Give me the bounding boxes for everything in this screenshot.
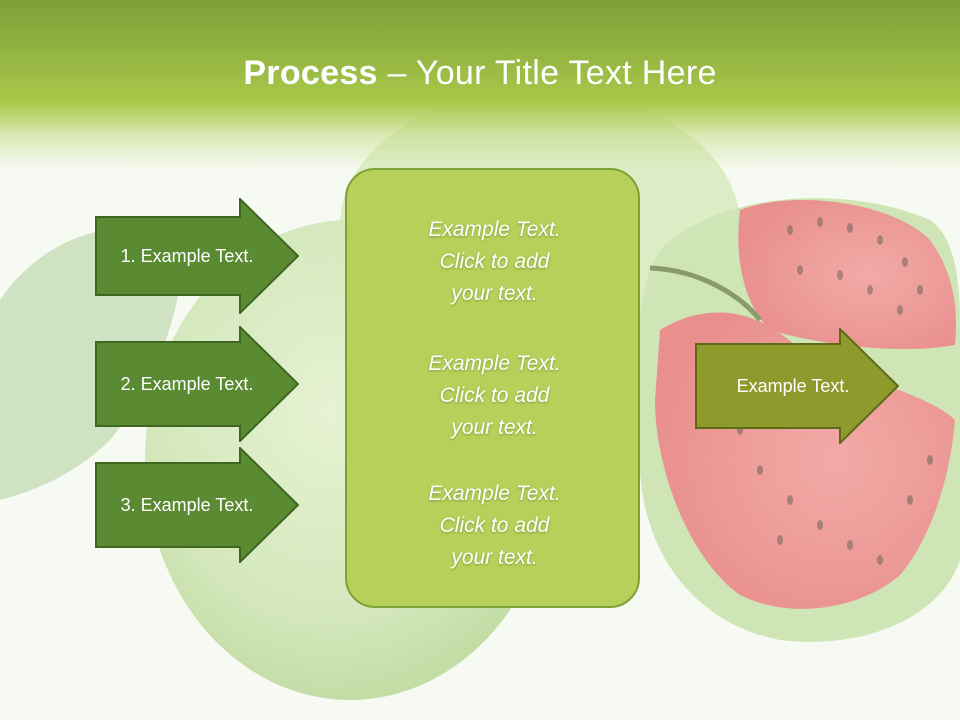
paragraph-line: your text.: [451, 416, 538, 439]
header-band: [0, 0, 960, 170]
paragraph-line: Example Text.: [428, 352, 561, 375]
arrow-right-shape: [95, 447, 299, 563]
arrow-right-shape: [695, 328, 899, 444]
center-paragraph-2: Example Text. Click to add your text.: [347, 348, 642, 444]
step-label: 3. Example Text.: [120, 494, 254, 515]
step-arrow-1[interactable]: 1. Example Text.: [95, 198, 299, 314]
title-rest: – Your Title Text Here: [377, 54, 717, 92]
paragraph-line: Click to add: [439, 514, 550, 537]
arrow-right-shape: [95, 198, 299, 314]
step-label: 2. Example Text.: [120, 373, 254, 394]
paragraph-line: Click to add: [439, 250, 550, 273]
paragraph-line: Example Text.: [428, 218, 561, 241]
paragraph-line: your text.: [451, 546, 538, 569]
paragraph-line: your text.: [451, 282, 538, 305]
paragraph-line: Click to add: [439, 384, 550, 407]
center-paragraph-1: Example Text. Click to add your text.: [347, 214, 642, 310]
step-label: 1. Example Text.: [120, 245, 254, 266]
title-bold: Process: [243, 54, 378, 92]
arrow-right-shape: [95, 326, 299, 442]
step-arrow-2[interactable]: 2. Example Text.: [95, 326, 299, 442]
step-arrow-3[interactable]: 3. Example Text.: [95, 447, 299, 563]
slide-title: Process – Your Title Text Here: [0, 54, 960, 93]
paragraph-line: Example Text.: [428, 482, 561, 505]
center-text-box[interactable]: Example Text. Click to add your text. Ex…: [345, 168, 640, 608]
output-arrow[interactable]: Example Text.: [695, 328, 899, 444]
stem-shape: [649, 265, 762, 322]
output-label: Example Text.: [736, 375, 850, 396]
center-paragraph-3: Example Text. Click to add your text.: [347, 478, 642, 574]
